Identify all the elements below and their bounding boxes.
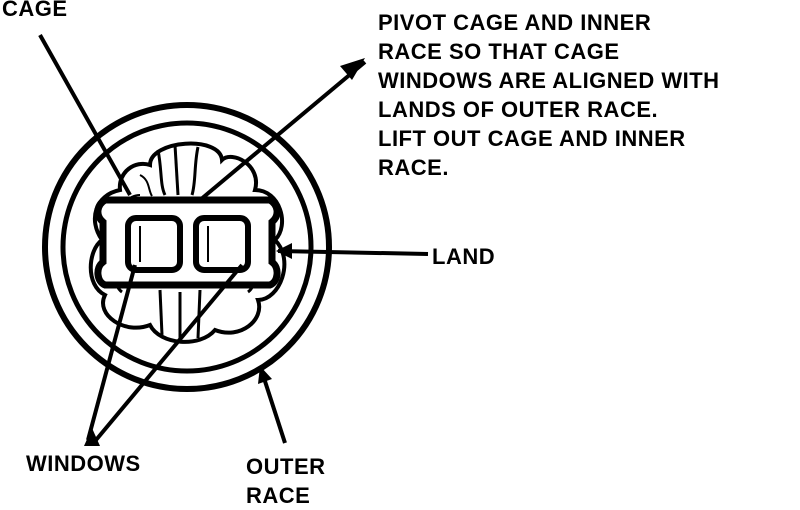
outer-race-arrowhead [258, 366, 272, 384]
instruction-arrowhead [340, 58, 365, 80]
windows-label: WINDOWS [26, 451, 141, 476]
cage-leader-line [38, 34, 132, 196]
cage [94, 196, 281, 289]
outer-race-label-line: OUTER [246, 454, 326, 479]
instruction-label: PIVOT CAGE AND INNER RACE SO THAT CAGE W… [378, 8, 720, 182]
cage-window-right [193, 215, 251, 273]
outer-race-label-line: RACE [246, 483, 311, 508]
cage-window-left [125, 215, 183, 273]
instruction-line: RACE SO THAT CAGE [378, 39, 620, 64]
outer-race-ring [42, 102, 332, 392]
instruction-line: RACE. [378, 155, 449, 180]
windows-arrowhead [84, 428, 100, 446]
instruction-line: LANDS OF OUTER RACE. [378, 97, 659, 122]
instruction-leader-line [198, 60, 367, 202]
instruction-line: PIVOT CAGE AND INNER [378, 10, 652, 35]
land-label: LAND [432, 244, 496, 269]
outer-race-leader-line [260, 371, 287, 444]
windows-leader-right [94, 263, 244, 442]
land-arrowhead [276, 243, 292, 259]
leader-lines [38, 34, 429, 444]
windows-leader-left [86, 264, 137, 441]
outer-race-label: OUTER RACE [246, 452, 326, 510]
instruction-line: LIFT OUT CAGE AND INNER [378, 126, 686, 151]
land-leader-line [277, 249, 429, 256]
cage-label: CAGE [2, 0, 68, 21]
arrowheads [84, 58, 365, 446]
instruction-line: WINDOWS ARE ALIGNED WITH [378, 68, 720, 93]
